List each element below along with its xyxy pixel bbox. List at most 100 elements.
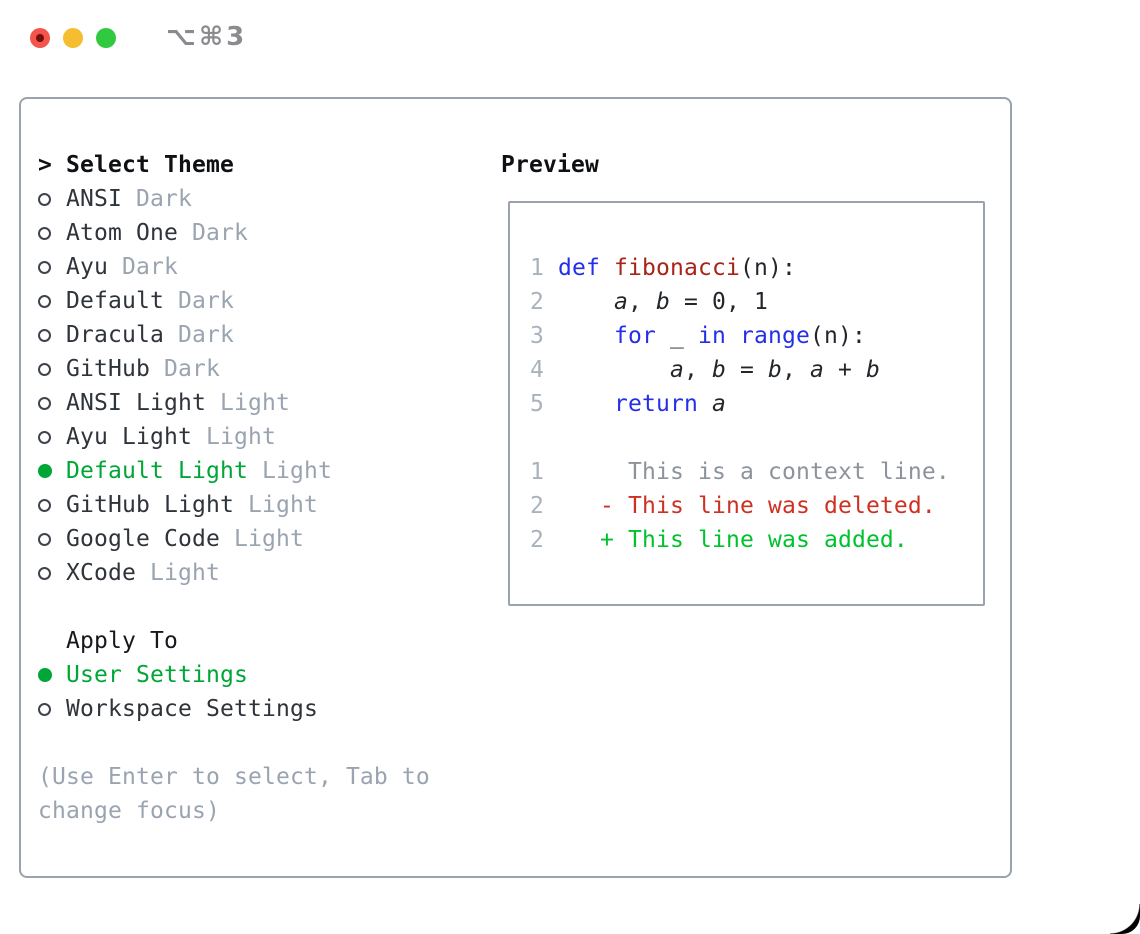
minimize-button[interactable] bbox=[63, 28, 83, 48]
theme-name: Default Light bbox=[66, 458, 248, 484]
theme-name: GitHub bbox=[66, 356, 150, 382]
record-dot-icon bbox=[36, 34, 44, 42]
radio-icon bbox=[38, 328, 51, 342]
line-number: 2 bbox=[530, 289, 544, 315]
line-number: 1 bbox=[530, 255, 544, 281]
theme-variant: Light bbox=[205, 424, 276, 450]
gutter bbox=[38, 328, 66, 342]
theme-variant: Dark bbox=[122, 254, 178, 280]
theme-variant: Light bbox=[233, 526, 304, 552]
hint-line-2: change focus) bbox=[38, 798, 220, 824]
theme-option[interactable]: ANSI Dark bbox=[38, 182, 478, 216]
preview-box: 1 def fibonacci(n): 2 a, b = 0, 1 3 for _ … bbox=[508, 201, 985, 606]
gutter bbox=[38, 396, 66, 410]
gutter bbox=[38, 430, 66, 444]
radio-selected-icon bbox=[38, 464, 52, 478]
theme-option-label: Ayu Light Light bbox=[66, 424, 276, 450]
gutter bbox=[38, 532, 66, 546]
theme-variant: Dark bbox=[191, 220, 248, 246]
window-title: ⌥⌘3 bbox=[166, 22, 248, 52]
radio-icon bbox=[38, 192, 51, 206]
radio-icon bbox=[38, 566, 51, 580]
radio-icon bbox=[38, 532, 51, 546]
theme-name: Google Code bbox=[66, 526, 220, 552]
code-token: , bbox=[781, 357, 810, 383]
theme-variant: Dark bbox=[136, 186, 192, 212]
code-token: for bbox=[614, 323, 656, 349]
theme-variant: Light bbox=[150, 560, 220, 586]
spacer-row bbox=[38, 590, 478, 624]
code-token: = 0, 1 bbox=[670, 289, 768, 315]
code-token: in bbox=[698, 323, 726, 349]
theme-variant: Light bbox=[247, 492, 318, 518]
diff-line-deleted: 2 - This line was deleted. bbox=[530, 489, 983, 523]
diff-text: This is a context line. bbox=[558, 459, 950, 485]
theme-name: XCode bbox=[66, 560, 136, 586]
theme-variant: Light bbox=[219, 390, 290, 416]
preview-title: Preview bbox=[501, 152, 599, 178]
theme-option[interactable]: XCode Light bbox=[38, 556, 478, 590]
theme-option[interactable]: Atom One Dark bbox=[38, 216, 478, 250]
theme-option[interactable]: Google Code Light bbox=[38, 522, 478, 556]
line-number: 3 bbox=[530, 323, 544, 349]
theme-variant: Light bbox=[261, 458, 332, 484]
theme-option-label: ANSI Dark bbox=[66, 186, 192, 212]
code-line: 1 def fibonacci(n): bbox=[530, 251, 983, 285]
preview-lines: 1 def fibonacci(n): 2 a, b = 0, 1 3 for _ … bbox=[530, 251, 983, 557]
theme-name: GitHub Light bbox=[66, 492, 234, 518]
theme-option[interactable]: ANSI Light Light bbox=[38, 386, 478, 420]
screen-corner bbox=[1110, 904, 1140, 934]
code-token: = bbox=[725, 357, 768, 383]
select-theme-header: > Select Theme bbox=[38, 148, 478, 182]
code-token: _ bbox=[656, 323, 698, 349]
radio-icon bbox=[38, 396, 51, 410]
gutter bbox=[38, 226, 66, 240]
theme-option-label: GitHub Light Light bbox=[66, 492, 318, 518]
gutter bbox=[38, 566, 66, 580]
code-token bbox=[558, 289, 614, 315]
theme-name: ANSI Light bbox=[66, 390, 206, 416]
code-token bbox=[558, 323, 614, 349]
zoom-button[interactable] bbox=[96, 28, 116, 48]
line-number: 4 bbox=[530, 357, 544, 383]
theme-panel-title: Select Theme bbox=[66, 152, 234, 178]
theme-option-label: XCode Light bbox=[66, 560, 220, 586]
radio-icon bbox=[38, 702, 51, 716]
close-button[interactable] bbox=[30, 28, 50, 48]
code-token: , bbox=[628, 289, 656, 315]
line-number: 5 bbox=[530, 391, 544, 417]
theme-option[interactable]: Default Dark bbox=[38, 284, 478, 318]
diff-text: - This line was deleted. bbox=[558, 493, 936, 519]
code-token: + bbox=[823, 357, 866, 383]
code-token bbox=[600, 255, 614, 281]
theme-option[interactable]: Ayu Dark bbox=[38, 250, 478, 284]
gutter bbox=[38, 668, 66, 682]
theme-option[interactable]: Dracula Dark bbox=[38, 318, 478, 352]
code-line: 5 return a bbox=[530, 387, 983, 421]
radio-icon bbox=[38, 498, 51, 512]
diff-line-added: 2 + This line was added. bbox=[530, 523, 983, 557]
theme-variant: Dark bbox=[177, 288, 234, 314]
theme-variant: Dark bbox=[163, 356, 220, 382]
code-token: a bbox=[809, 357, 824, 383]
theme-option[interactable]: Default Light Light bbox=[38, 454, 478, 488]
theme-option[interactable]: GitHub Light Light bbox=[38, 488, 478, 522]
theme-option[interactable]: GitHub Dark bbox=[38, 352, 478, 386]
code-token: b bbox=[711, 357, 726, 383]
theme-option[interactable]: Ayu Light Light bbox=[38, 420, 478, 454]
code-token: , bbox=[683, 357, 712, 383]
apply-to-option[interactable]: User Settings bbox=[38, 658, 478, 692]
code-line: 4 a, b = b, a + b bbox=[530, 353, 983, 387]
apply-to-option[interactable]: Workspace Settings bbox=[38, 692, 478, 726]
theme-option-label: Default Light Light bbox=[66, 458, 332, 484]
selection-cursor: > bbox=[38, 152, 52, 178]
code-line: 3 for _ in range(n): bbox=[530, 319, 983, 353]
theme-option-label: ANSI Light Light bbox=[66, 390, 290, 416]
theme-name: Ayu bbox=[66, 254, 108, 280]
theme-name: Ayu Light bbox=[66, 424, 192, 450]
theme-name: Atom One bbox=[66, 220, 178, 246]
theme-name: ANSI bbox=[66, 186, 122, 212]
